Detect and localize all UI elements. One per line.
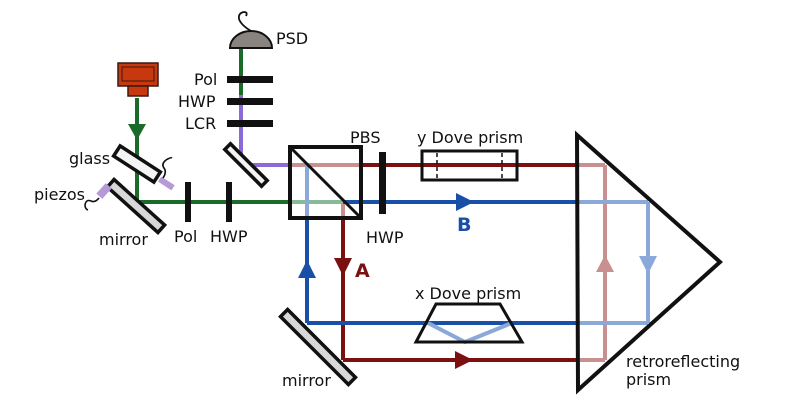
x-dove-internal-beam bbox=[427, 321, 513, 345]
bottom-mirror[interactable] bbox=[278, 307, 358, 387]
label-mirror-left: mirror bbox=[99, 230, 148, 249]
path-a-arrow-right bbox=[455, 351, 473, 369]
hwp-bottom[interactable] bbox=[226, 182, 232, 222]
y-dove-prism[interactable] bbox=[420, 149, 519, 182]
label-lcr: LCR bbox=[185, 114, 216, 133]
label-hwp-right: HWP bbox=[366, 228, 404, 247]
path-a-arrow-down bbox=[334, 258, 352, 276]
psd-wire-icon bbox=[237, 11, 252, 32]
label-pol-bottom: Pol bbox=[174, 227, 197, 246]
mirror-piezo-wire-icon bbox=[84, 197, 100, 211]
label-pol-top: Pol bbox=[194, 70, 217, 89]
polarizer-bottom[interactable] bbox=[185, 182, 191, 222]
x-dove-prism[interactable] bbox=[413, 302, 525, 344]
label-hwp-top: HWP bbox=[178, 92, 216, 111]
laser-beam-arrow bbox=[128, 124, 146, 140]
retroreflecting-prism[interactable] bbox=[574, 130, 723, 395]
pbs-cube[interactable] bbox=[288, 145, 363, 220]
psd-detector-icon bbox=[228, 30, 274, 49]
detector-mirror[interactable] bbox=[222, 141, 270, 189]
path-b-arrow-right bbox=[456, 193, 474, 211]
label-pbs: PBS bbox=[350, 128, 381, 147]
label-mirror-bottom: mirror bbox=[282, 371, 331, 390]
label-path-a: A bbox=[355, 260, 370, 282]
polarizer-top[interactable] bbox=[227, 76, 273, 83]
label-hwp-bottom: HWP bbox=[210, 227, 248, 246]
hwp-right[interactable] bbox=[379, 152, 386, 214]
label-prism: prism bbox=[626, 370, 671, 389]
path-a-arrow-up-prism bbox=[596, 255, 614, 272]
label-y-dove-prism: y Dove prism bbox=[417, 128, 523, 147]
path-b-arrow-down-prism bbox=[639, 256, 657, 274]
label-x-dove-prism: x Dove prism bbox=[415, 284, 521, 303]
glass-piezo-wire-icon bbox=[162, 156, 173, 179]
left-mirror[interactable] bbox=[96, 177, 168, 235]
glass-plate[interactable] bbox=[111, 143, 175, 191]
label-path-b: B bbox=[457, 214, 471, 236]
label-psd: PSD bbox=[276, 29, 308, 48]
label-glass: glass bbox=[69, 149, 110, 168]
hwp-top[interactable] bbox=[227, 98, 273, 105]
label-retroreflecting: retroreflecting bbox=[626, 352, 740, 371]
path-b-arrow-up bbox=[298, 260, 316, 278]
label-piezos: piezos bbox=[34, 185, 85, 204]
laser-icon bbox=[117, 62, 159, 97]
lcr[interactable] bbox=[227, 120, 273, 127]
